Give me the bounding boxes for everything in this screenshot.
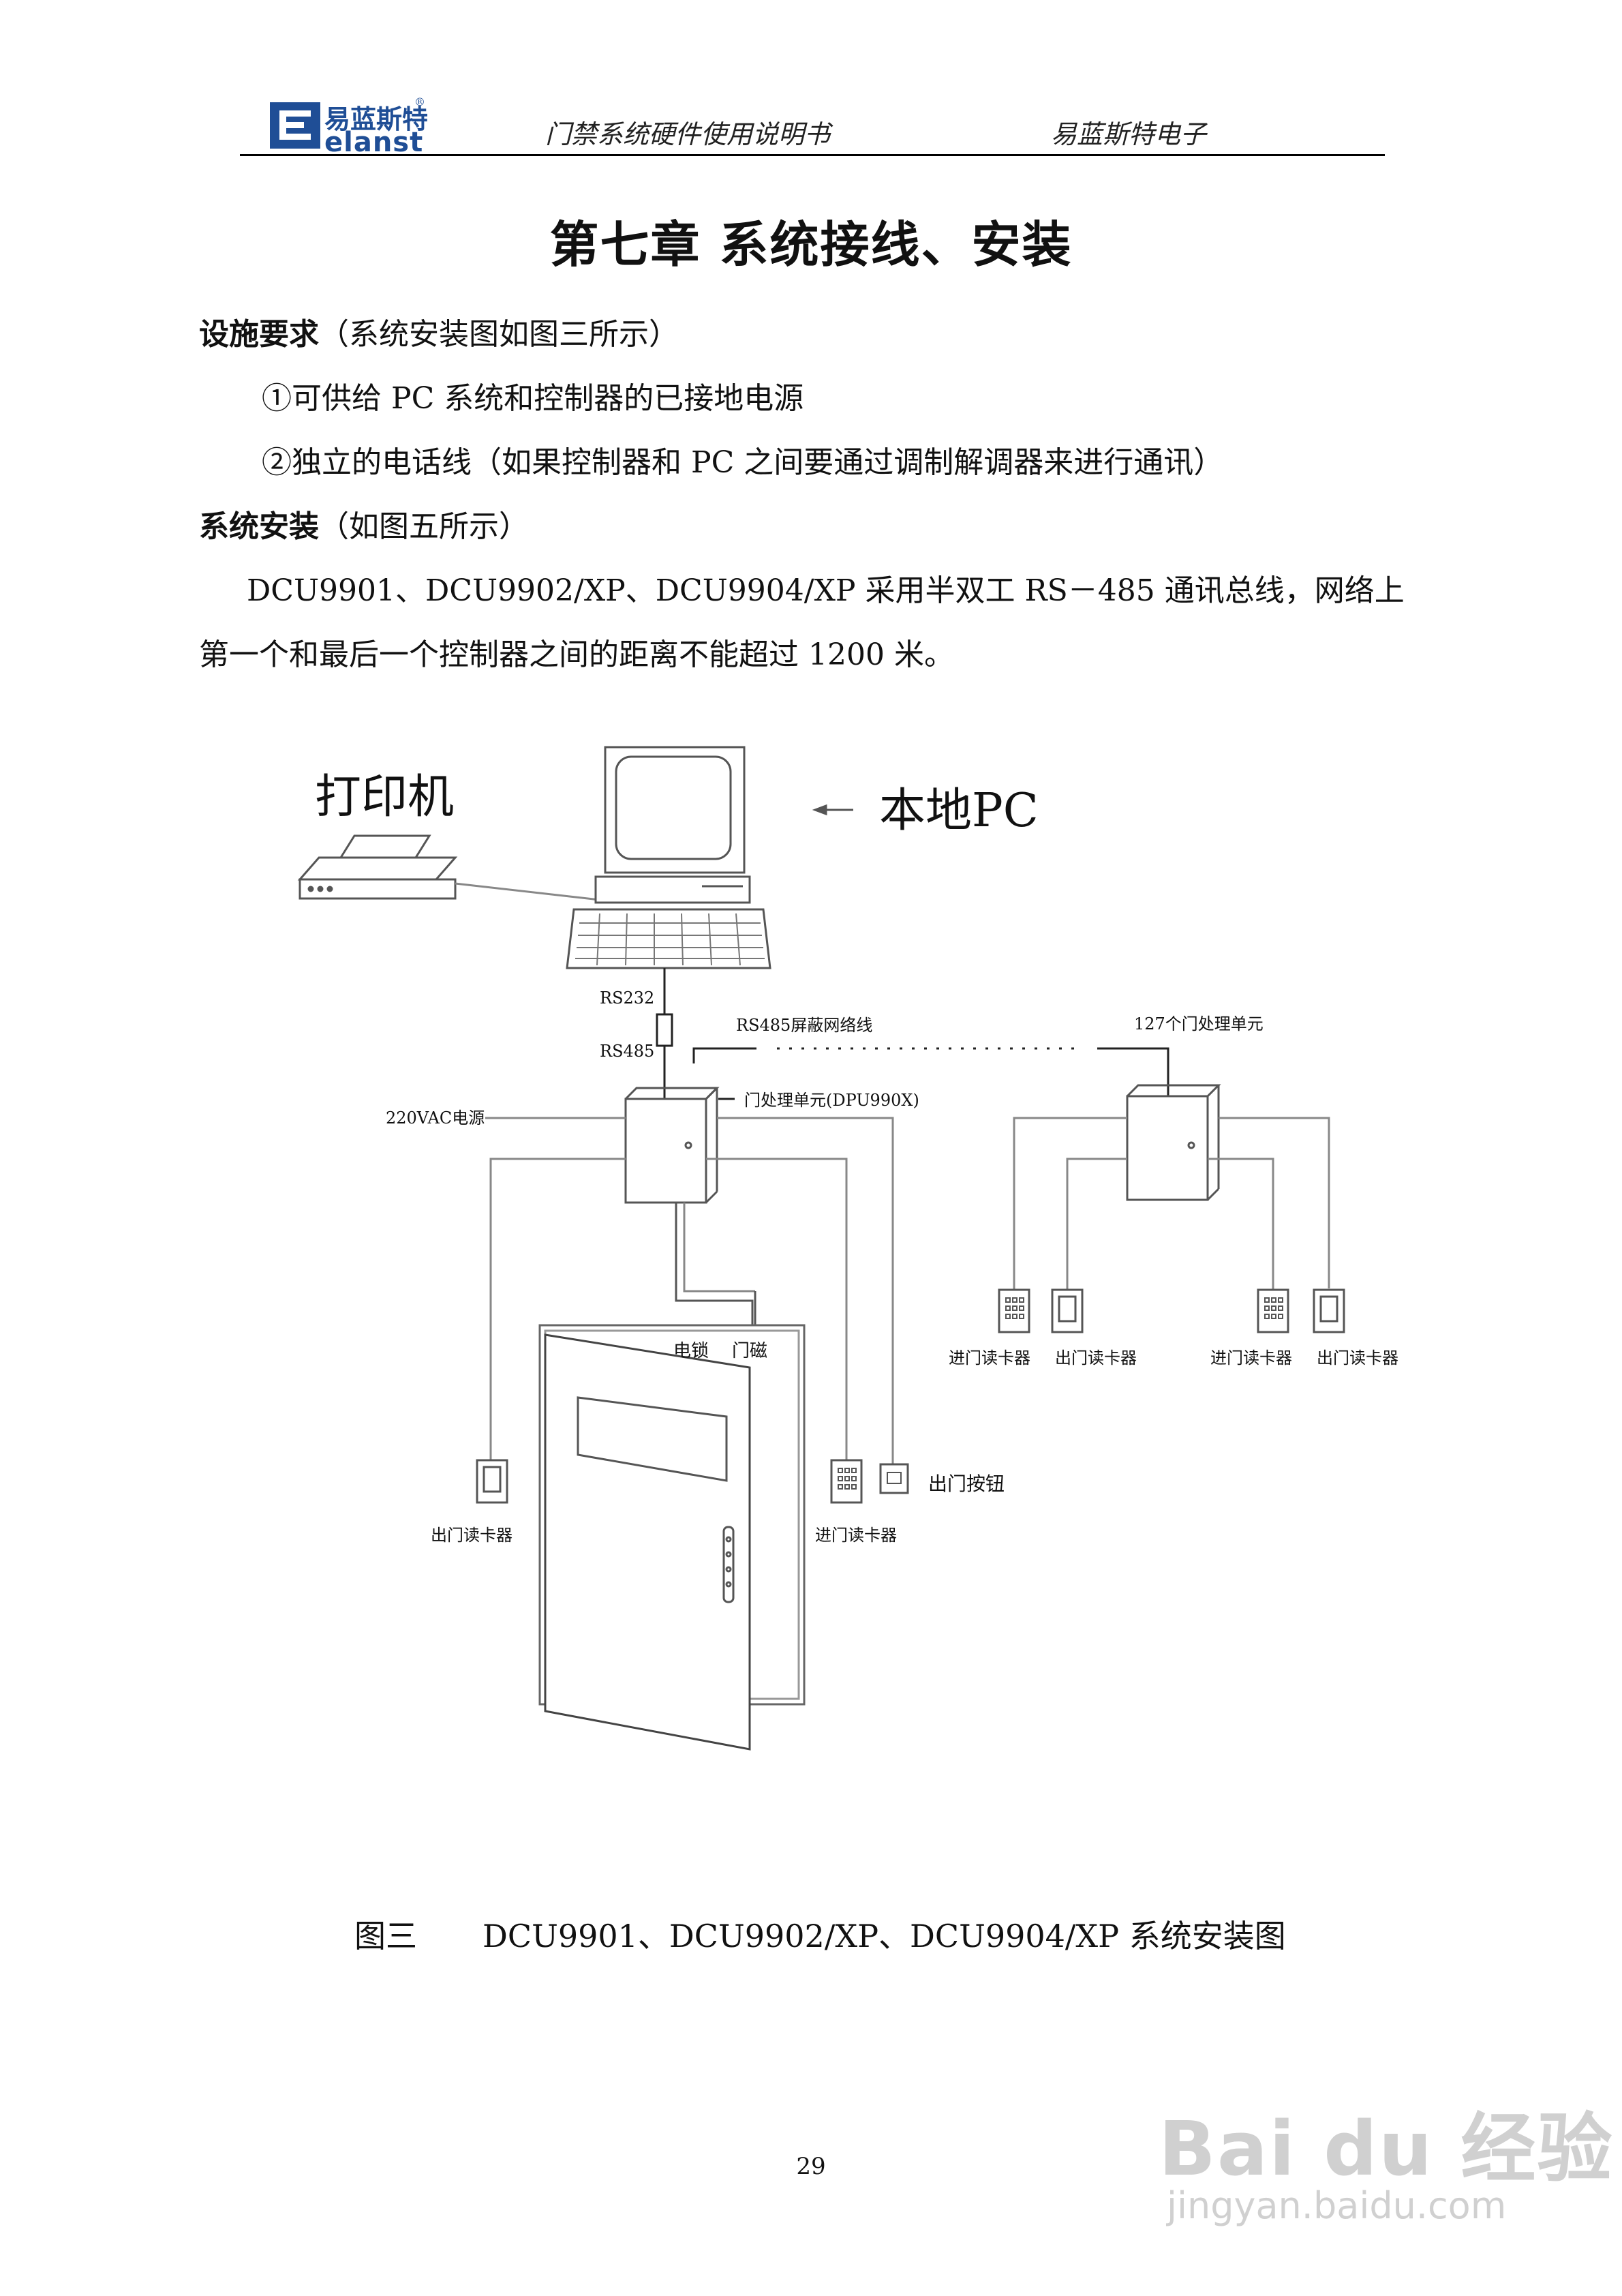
label-remote-exit-reader-1: 出门读卡器 <box>1055 1348 1137 1368</box>
label-remote-exit-reader-2: 出门读卡器 <box>1317 1348 1398 1368</box>
label-entry-reader: 进门读卡器 <box>815 1526 897 1545</box>
install-heading: 系统安装 <box>199 509 319 544</box>
computer-icon <box>566 746 771 969</box>
header-doc-title: 门禁系统硬件使用说明书 <box>545 119 831 149</box>
header-company: 易蓝斯特电子 <box>1051 119 1207 149</box>
label-door-sensor: 门磁 <box>732 1341 767 1361</box>
label-rs485-cable: RS485屏蔽网络线 <box>736 1016 872 1035</box>
label-rs485: RS485 <box>600 1042 654 1061</box>
label-power: 220VAC电源 <box>386 1108 485 1128</box>
label-127-units: 127个门处理单元 <box>1134 1014 1264 1033</box>
label-printer: 打印机 <box>315 770 454 824</box>
install-paragraph-line-2: 第一个和最后一个控制器之间的距离不能超过 1200 米。 <box>199 637 954 672</box>
door-unit-box <box>624 1098 707 1204</box>
install-paragraph-line-1: DCU9901、DCU9902/XP、DCU9904/XP 采用半双工 RS－4… <box>247 573 1405 608</box>
entry-reader-icon <box>830 1459 863 1504</box>
logo-e-icon <box>279 110 311 140</box>
label-local-pc: 本地PC <box>879 784 1039 838</box>
requirement-item-1: ①可供给 PC 系统和控制器的已接地电源 <box>262 381 804 416</box>
page-number: 29 <box>796 2153 826 2180</box>
remote-exit-reader-2-icon <box>1313 1288 1345 1333</box>
facility-heading: 设施要求 <box>199 317 319 352</box>
printer-icon <box>297 834 458 900</box>
figure-label: 图三 <box>354 1918 417 1954</box>
label-electric-lock: 电锁 <box>673 1341 709 1361</box>
label-remote-entry-reader-2: 进门读卡器 <box>1210 1348 1292 1368</box>
watermark-brand: Bai du 经验 <box>1159 2105 1614 2192</box>
remote-exit-reader-1-icon <box>1051 1288 1084 1333</box>
label-remote-entry-reader-1: 进门读卡器 <box>949 1348 1030 1368</box>
logo-mark <box>270 102 320 149</box>
logo-chinese-text: 易蓝斯特 <box>324 104 429 134</box>
watermark-url: jingyan.baidu.com <box>1167 2184 1507 2227</box>
exit-reader-icon <box>476 1459 508 1504</box>
exit-button-icon <box>879 1463 909 1494</box>
label-door-unit: 门处理单元(DPU990X) <box>744 1091 919 1110</box>
figure-caption: DCU9901、DCU9902/XP、DCU9904/XP 系统安装图 <box>483 1918 1286 1954</box>
label-rs232: RS232 <box>600 988 654 1008</box>
remote-entry-reader-1-icon <box>998 1288 1030 1333</box>
label-exit-reader: 出门读卡器 <box>431 1526 512 1545</box>
install-note: （如图五所示） <box>319 509 529 544</box>
header-rule <box>240 154 1385 156</box>
install-line: 系统安装（如图五所示） <box>199 502 529 545</box>
remote-door-unit-box <box>1126 1095 1209 1201</box>
facility-note: （系统安装图如图三所示） <box>319 317 679 352</box>
requirement-item-2: ②独立的电话线（如果控制器和 PC 之间要通过调制解调器来进行通讯） <box>262 445 1224 480</box>
facility-line: 设施要求（系统安装图如图三所示） <box>199 309 679 353</box>
chapter-title: 第七章 系统接线、安装 <box>549 215 1073 273</box>
logo-english-text: elanst <box>324 127 424 158</box>
registered-mark: ® <box>414 95 425 108</box>
label-exit-button: 出门按钮 <box>928 1472 1005 1495</box>
door-icon <box>538 1324 806 1751</box>
remote-entry-reader-2-icon <box>1257 1288 1289 1333</box>
